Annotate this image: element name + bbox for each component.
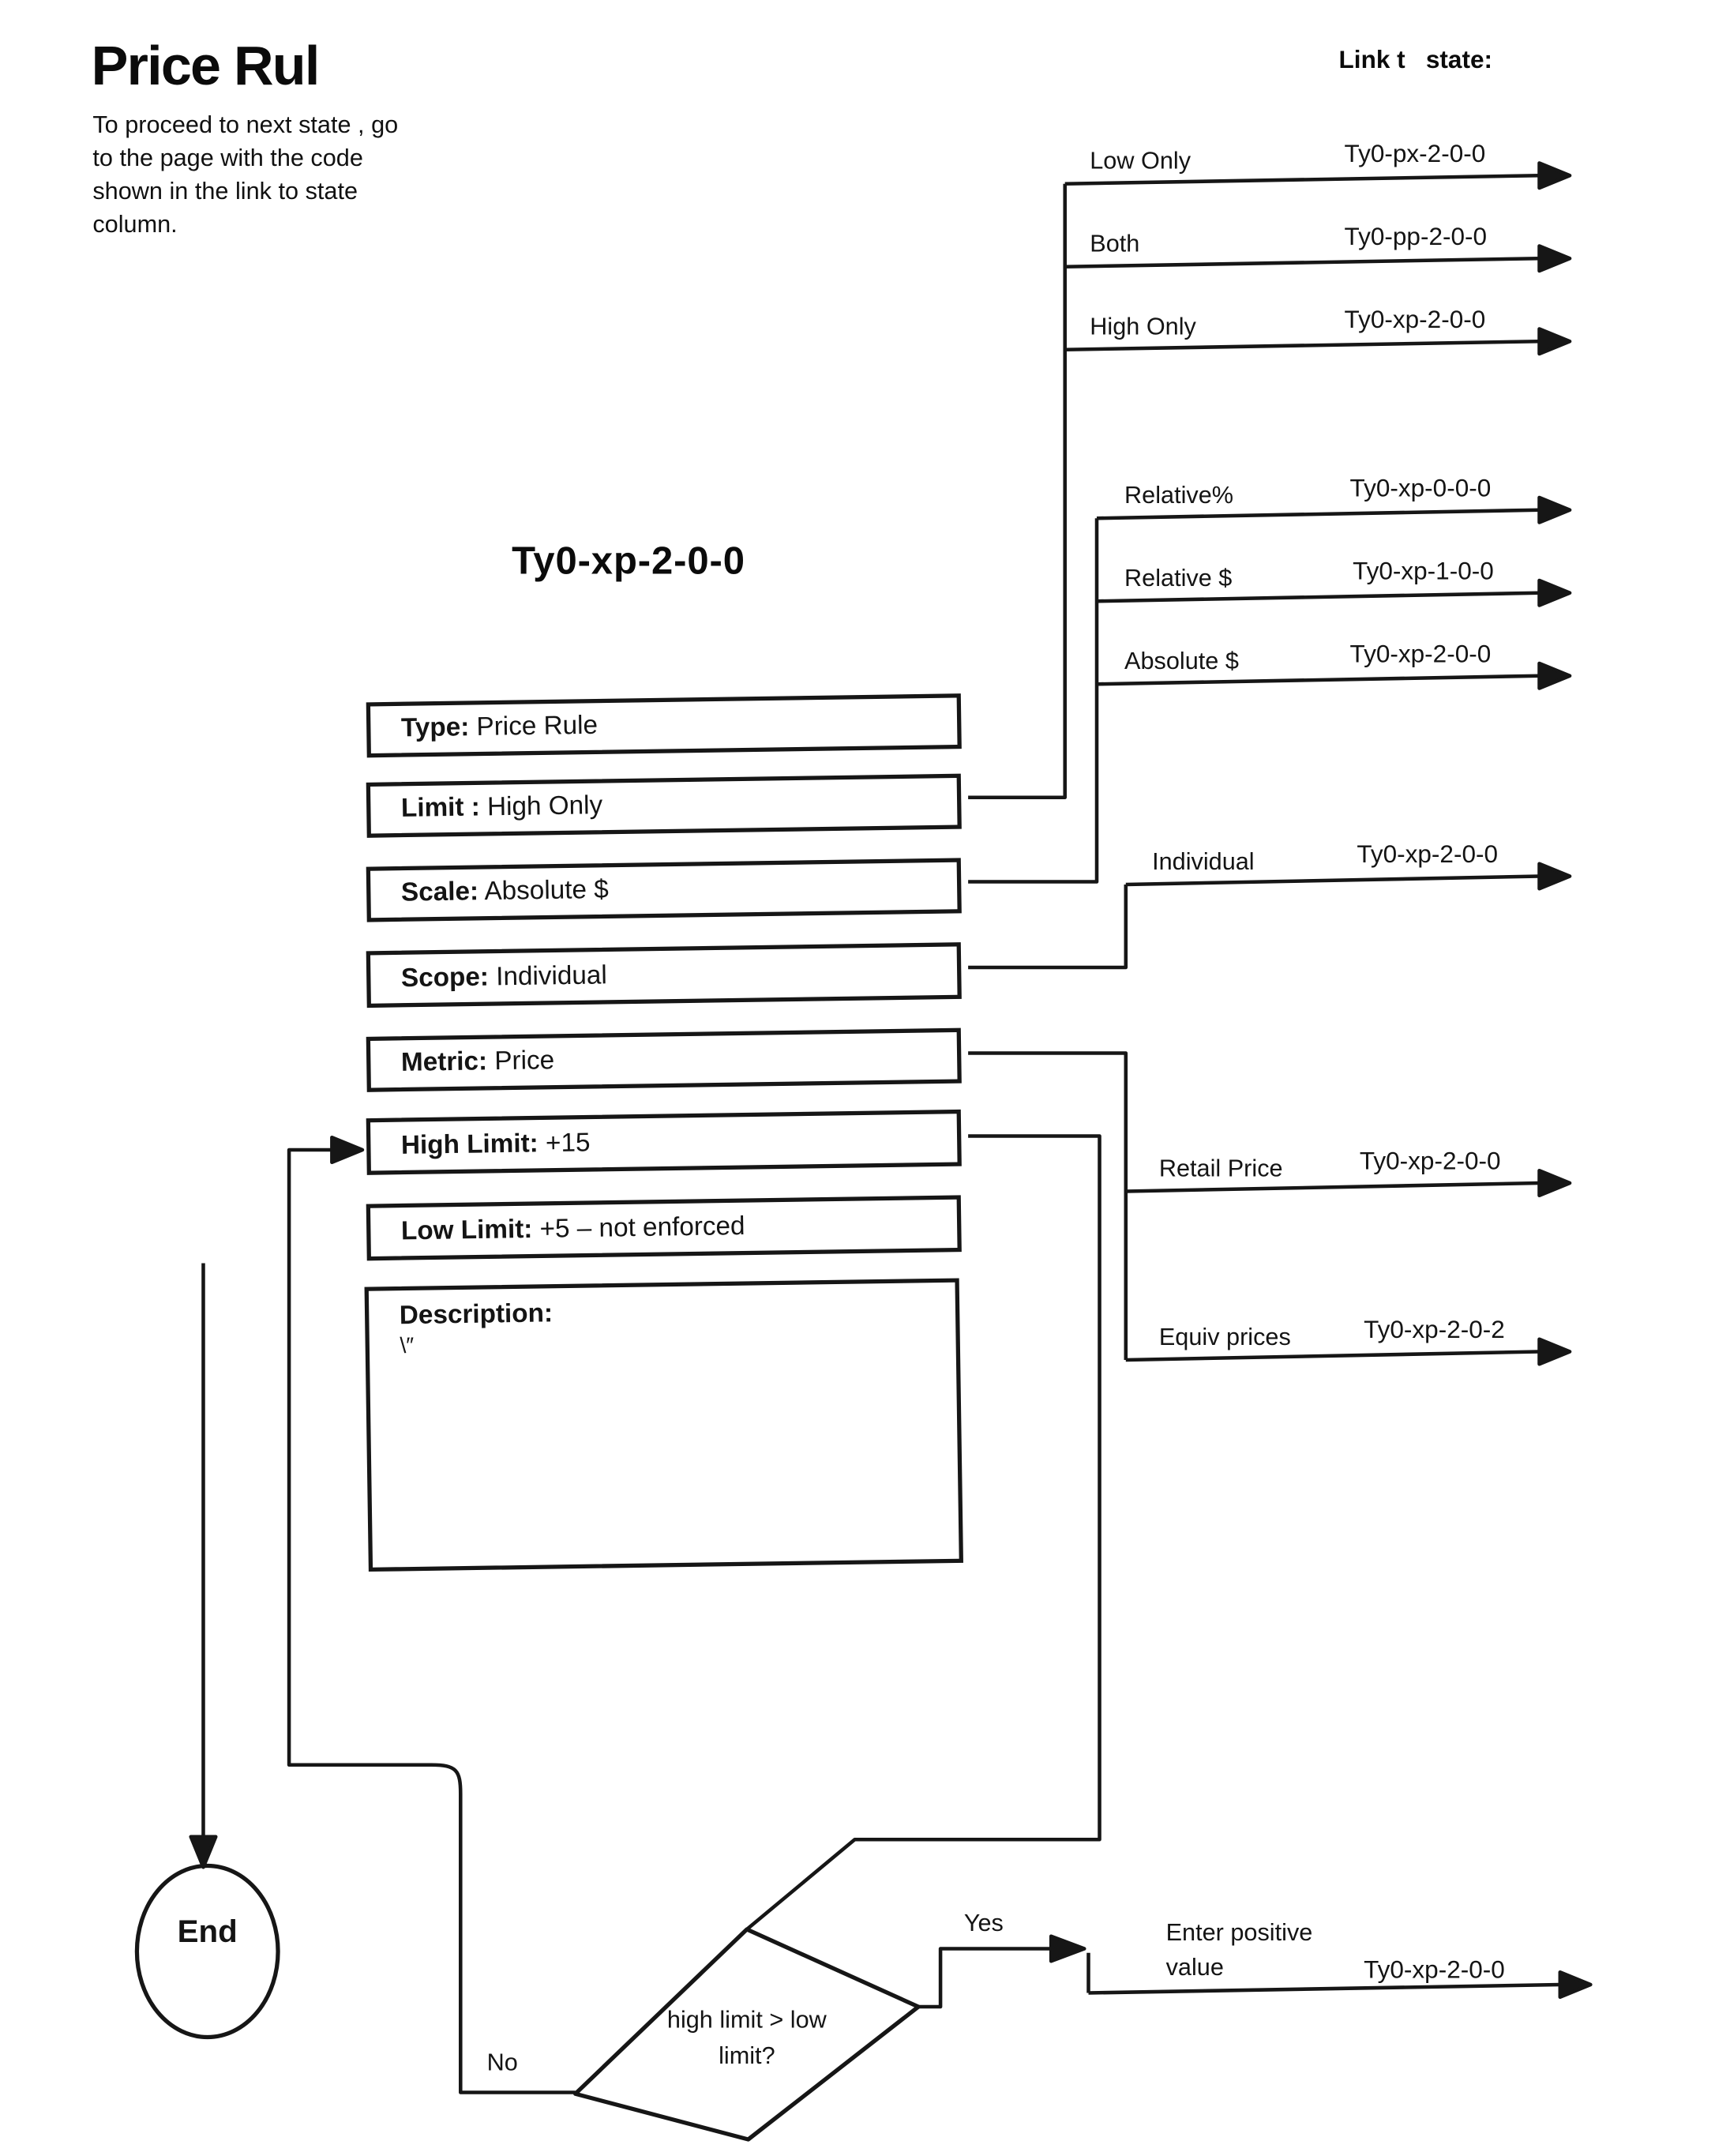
link-code-individual: Ty0-xp-2-0-0 <box>1357 840 1499 868</box>
link-arrow-individual <box>1125 862 1572 891</box>
arrow-icon <box>1049 1934 1086 1963</box>
link-label-absolute-dollar: Absolute $ <box>1124 647 1239 674</box>
connector-high-limit-to-decision <box>745 1134 1101 1931</box>
field-box-low-limit: Low Limit: +5 – not enforced <box>366 1195 962 1261</box>
link-label-both: Both <box>1090 229 1140 257</box>
field-value: High Only <box>479 791 603 823</box>
instructions-line: to the page with the code <box>92 144 363 171</box>
field-label: Limit : <box>400 793 481 824</box>
arrow-icon <box>1537 244 1572 273</box>
connector-scale <box>968 518 1099 884</box>
instructions-line: shown in the link to state <box>92 177 358 205</box>
connector-scope <box>968 885 1128 970</box>
end-terminal-circle <box>134 1863 280 2040</box>
arrow-icon <box>1537 327 1572 356</box>
decision-question: high limit > low limit? <box>666 2005 827 2069</box>
link-code-relative-dollar: Ty0-xp-1-0-0 <box>1353 557 1494 585</box>
link-code-low-only: Ty0-px-2-0-0 <box>1344 139 1486 167</box>
field-label: Description: <box>399 1299 554 1331</box>
arrow-icon <box>1537 161 1572 190</box>
field-label: Scale: <box>400 877 479 908</box>
link-label-equiv-prices: Equiv prices <box>1158 1322 1291 1350</box>
arrow-icon <box>1537 1168 1572 1198</box>
link-label-enter-positive-value: Enter positive value <box>1165 1918 1313 1981</box>
yes-label: Yes <box>963 1908 1004 1936</box>
link-arrow-high-only <box>1064 327 1572 356</box>
link-arrow-both <box>1064 244 1572 273</box>
field-value: Price <box>486 1046 555 1077</box>
link-code-equiv-prices: Ty0-xp-2-0-2 <box>1364 1316 1505 1343</box>
field-box-description: Description: \″ <box>364 1278 963 1572</box>
field-box-metric: Metric: Price <box>366 1027 962 1092</box>
link-arrow-enter-positive-value <box>1088 1970 1593 2000</box>
arrow-icon <box>1537 661 1572 690</box>
link-code-enter-positive-value: Ty0-xp-2-0-0 <box>1364 1955 1505 1984</box>
field-box-type: Type: Price Rule <box>366 693 962 758</box>
link-label-relative-dollar: Relative $ <box>1124 564 1233 592</box>
field-value: \″ <box>400 1334 415 1358</box>
link-arrow-relative-pct <box>1096 495 1572 524</box>
field-label: Low Limit: <box>400 1215 533 1246</box>
no-label: No <box>486 2048 518 2076</box>
field-value: +15 <box>538 1128 591 1159</box>
link-label-retail-price: Retail Price <box>1158 1154 1283 1182</box>
field-value: Price Rule <box>468 711 599 742</box>
link-code-relative-pct: Ty0-xp-0-0-0 <box>1349 474 1492 502</box>
link-label-low-only: Low Only <box>1090 146 1191 175</box>
field-label: Metric: <box>400 1047 488 1078</box>
arrow-icon <box>1537 578 1572 607</box>
end-label: End <box>177 1913 238 1949</box>
link-arrow-absolute-dollar <box>1096 661 1572 690</box>
field-box-scope: Scope: Individual <box>366 942 962 1009</box>
arrow-icon <box>1537 495 1572 524</box>
yes-line <box>918 1947 1052 2009</box>
link-arrow-retail-price <box>1125 1168 1572 1198</box>
link-code-high-only: Ty0-xp-2-0-0 <box>1344 305 1486 333</box>
link-arrow-equiv-prices <box>1125 1337 1572 1366</box>
field-box-high-limit: High Limit: +15 <box>366 1109 962 1175</box>
link-to-state-header: Link t state: <box>1338 45 1493 73</box>
field-value: Absolute $ <box>478 875 609 907</box>
field-label: Type: <box>400 713 470 744</box>
page-title: Price Rul <box>91 36 321 97</box>
connector-metric <box>968 1051 1128 1360</box>
field-value: +5 – not enforced <box>532 1211 745 1244</box>
link-code-retail-price: Ty0-xp-2-0-0 <box>1359 1147 1501 1175</box>
instructions-line: column. <box>92 210 178 238</box>
decision-diamond <box>573 1927 921 2142</box>
link-label-relative-pct: Relative% <box>1124 481 1234 509</box>
field-box-scale: Scale: Absolute $ <box>366 858 962 922</box>
connector-limit <box>968 183 1068 800</box>
instructions-line: To proceed to next state , go <box>92 111 399 138</box>
link-code-both: Ty0-pp-2-0-0 <box>1344 222 1488 250</box>
link-code-absolute-dollar: Ty0-xp-2-0-0 <box>1349 640 1492 668</box>
field-label: High Limit: <box>400 1129 539 1160</box>
arrow-icon <box>1537 862 1572 891</box>
field-label: Scope: <box>400 962 490 993</box>
field-box-limit: Limit : High Only <box>366 773 962 838</box>
link-label-high-only: High Only <box>1090 312 1196 340</box>
no-loop-line <box>287 1147 576 2094</box>
arrow-icon <box>330 1135 365 1165</box>
link-label-individual: Individual <box>1152 847 1255 875</box>
instructions: To proceed to next state , go to the pag… <box>92 108 398 241</box>
state-code-title: Ty0-xp-2-0-0 <box>512 539 745 582</box>
link-arrow-relative-dollar <box>1096 578 1572 607</box>
arrow-icon <box>1537 1337 1572 1366</box>
arrow-icon <box>1558 1970 1593 2000</box>
field-value: Individual <box>488 960 608 992</box>
arrow-icon <box>189 1835 218 1869</box>
link-arrow-low-only <box>1064 161 1572 190</box>
